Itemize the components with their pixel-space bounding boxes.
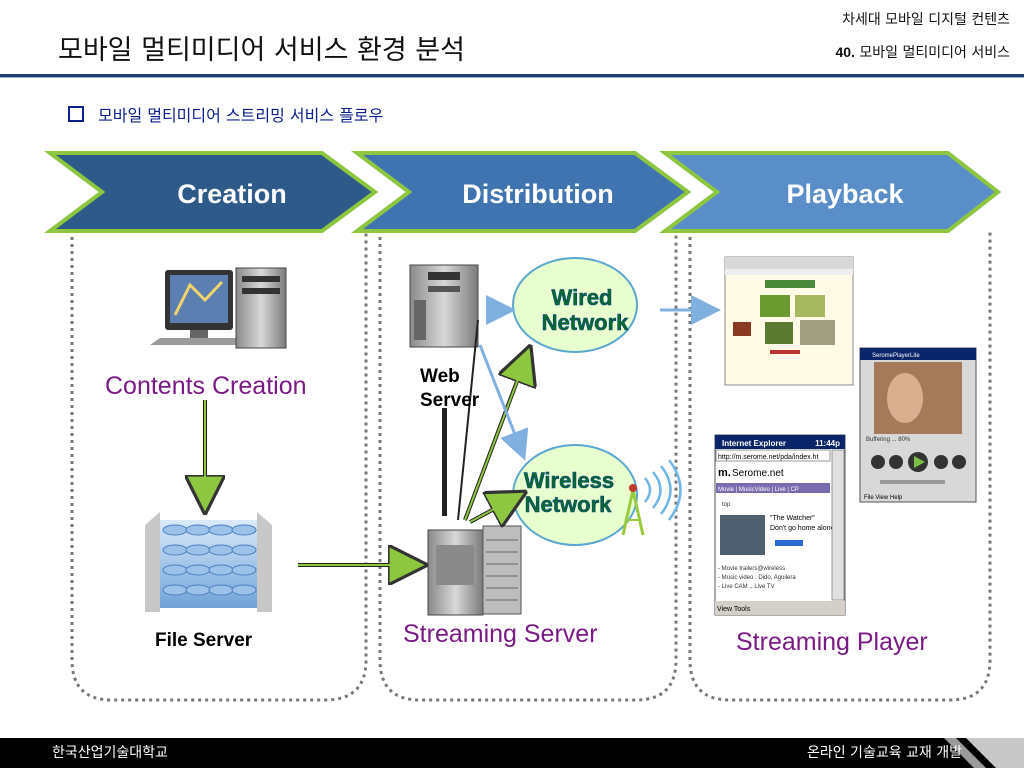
footer-project: 온라인 기술교육 교재 개발 [806, 745, 962, 761]
pda-scrollbar [831, 449, 845, 601]
streaming-player-label: Streaming Player [736, 628, 928, 656]
wired-network-cloud: Wired Network [512, 257, 638, 353]
section-subtitle-text: 모바일 멀티미디어 스트리밍 서비스 플로우 [98, 106, 384, 125]
stage-creation-label: Creation [177, 179, 287, 209]
wireless-label-2: Network [525, 492, 613, 517]
slide-title: 모바일 멀티미디어 서비스 환경 분석 [58, 35, 465, 66]
pda-menu: View Tools [717, 606, 751, 613]
distribution-region [378, 230, 678, 702]
file-server-label: File Server [155, 630, 253, 651]
chapter-number: 40. [835, 44, 855, 60]
chapter-title: 40. 모바일 멀티미디어 서비스 [835, 42, 1010, 62]
wireless-network-cloud: Wireless Network [512, 444, 638, 546]
footer-institution: 한국산업기술대학교 [52, 745, 168, 761]
pda-movie-title: "The Watcher" [770, 515, 815, 522]
series-title: 차세대 모바일 디지털 컨텐츠 [842, 12, 1010, 28]
pda-url: http://m.serome.net/pda/index.ht [718, 454, 818, 461]
player-status: Buffering ... 80% [866, 437, 911, 443]
pda-link-3: - Live CAM ., Live TV [718, 584, 775, 590]
playback-chevron: Playback [659, 151, 1002, 233]
wired-label-1: Wired [552, 285, 613, 310]
pda-time: 11:44p [815, 439, 840, 448]
pda-app-title: Internet Explorer [722, 439, 786, 448]
pda-link-1: - Movie trailers@wireless [718, 566, 785, 572]
web-server-icon [409, 264, 479, 348]
creation-region [70, 230, 368, 702]
header-divider-light [0, 77, 1024, 78]
distribution-chevron: Distribution [351, 151, 692, 233]
workstation-icon [150, 267, 287, 349]
player-menu: File View Help [864, 495, 903, 501]
header-divider [0, 74, 1024, 77]
chapter-name: 모바일 멀티미디어 서비스 [859, 45, 1010, 61]
streaming-server-icon [427, 525, 522, 616]
section-subtitle: 모바일 멀티미디어 스트리밍 서비스 플로우 [68, 102, 383, 126]
player-app-title: SeromePlayerLite [872, 353, 920, 359]
playback-region [688, 230, 992, 702]
web-server-label-line1: Web [420, 366, 460, 387]
web-server-label-line2: Server [420, 390, 480, 411]
pda-m-logo: m. [718, 467, 731, 479]
pda-link-2: - Music video : Dido, Aguilera [718, 575, 796, 581]
pda-tabs: Movie | MusicVideo | Live | CP [718, 487, 799, 493]
checkbox-bullet-icon [68, 106, 84, 122]
stage-playback-label: Playback [786, 179, 904, 209]
wired-label-2: Network [542, 310, 630, 335]
pda-brand: Serome.net [732, 468, 784, 479]
flow-arrows [205, 295, 721, 565]
pda-top-link: top [722, 502, 731, 508]
pda-movie-caption: Don't go home alone. [770, 525, 836, 532]
media-player-window: SeromePlayerLite Buffering ... 80% File … [859, 347, 977, 503]
creation-chevron: Creation [44, 151, 379, 233]
database-icon [145, 512, 272, 612]
footer-stripes-icon [944, 738, 1024, 768]
streaming-server-label: Streaming Server [403, 620, 598, 648]
antenna-icon [621, 459, 682, 536]
contents-creation-label: Contents Creation [105, 372, 307, 400]
web-server-label: Web Server [420, 365, 479, 413]
wireless-label-1: Wireless [524, 468, 614, 493]
stage-distribution-label: Distribution [462, 179, 613, 209]
flow-diagram: Creation Distribution Playback [44, 151, 1002, 702]
web-page-thumbnail [724, 256, 854, 386]
server-link-bar [442, 408, 447, 516]
footer-bar [0, 738, 1024, 768]
pda-screen: Internet Explorer 11:44p http://m.serome… [714, 434, 846, 616]
